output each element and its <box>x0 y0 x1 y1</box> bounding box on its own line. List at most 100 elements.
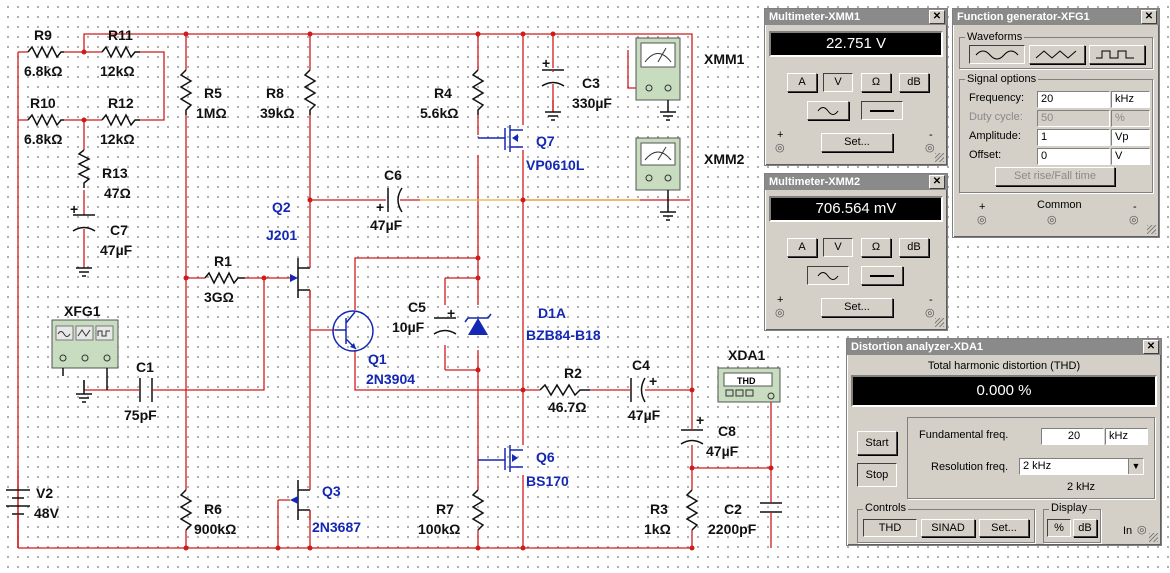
resolution-freq-select[interactable]: 2 kHz ▼ <box>1019 458 1144 475</box>
multimeter-xmm1-title: Multimeter-XMM1 <box>769 11 861 23</box>
close-button[interactable]: ✕ <box>1143 340 1159 354</box>
plus-terminal-icon[interactable]: ◎ <box>977 214 987 226</box>
minus-terminal-icon[interactable]: ◎ <box>925 307 935 319</box>
signal-option-input[interactable]: 1 <box>1037 129 1110 146</box>
zener-d1a[interactable] <box>464 313 492 335</box>
dc-mode-button[interactable] <box>861 101 903 120</box>
ammeter-mode-button[interactable]: A <box>787 238 817 257</box>
resistor-r7[interactable] <box>471 489 485 531</box>
thd-button[interactable]: THD <box>863 519 917 537</box>
ac-mode-button[interactable] <box>807 101 849 120</box>
triangle-waveform-button[interactable] <box>1029 45 1085 64</box>
set-button[interactable]: Set... <box>821 133 893 152</box>
resistor-r10[interactable] <box>27 113 64 127</box>
db-display-button[interactable]: dB <box>1073 519 1097 537</box>
dc-mode-button[interactable] <box>861 266 903 285</box>
plus-terminal-icon[interactable]: ◎ <box>775 307 785 319</box>
multimeter-xmm2-titlebar[interactable]: Multimeter-XMM2 ✕ <box>765 174 947 190</box>
controls-group <box>857 509 1035 543</box>
capacitor-c5[interactable]: + <box>433 305 457 335</box>
instrument-xfg1[interactable] <box>51 319 119 403</box>
decibel-mode-button[interactable]: dB <box>899 238 929 257</box>
instrument-xmm1[interactable] <box>635 37 681 121</box>
voltmeter-mode-button[interactable]: V <box>823 238 853 257</box>
bjt-q1[interactable] <box>332 310 374 352</box>
resistor-r6[interactable] <box>179 489 193 531</box>
battery-v2[interactable] <box>6 470 30 548</box>
resize-grip-icon[interactable] <box>935 153 944 162</box>
close-button[interactable]: ✕ <box>929 10 945 24</box>
minus-terminal-icon[interactable]: ◎ <box>1129 214 1139 226</box>
capacitor-c1[interactable] <box>132 378 160 402</box>
close-button[interactable]: ✕ <box>1141 10 1157 24</box>
r10-name: R10 <box>30 95 56 111</box>
mosfet-q7[interactable] <box>478 125 523 152</box>
capacitor-c2[interactable] <box>760 495 782 520</box>
d1a-name: D1A <box>538 305 566 321</box>
multimeter-xmm1-titlebar[interactable]: Multimeter-XMM1 ✕ <box>765 9 947 25</box>
fundamental-freq-input[interactable]: 20 <box>1041 428 1104 445</box>
function-generator-window[interactable]: Function generator-XFG1 ✕ Waveforms Sign… <box>952 8 1160 238</box>
voltmeter-mode-button[interactable]: V <box>823 73 853 92</box>
q6-name: Q6 <box>536 449 555 465</box>
decibel-mode-button[interactable]: dB <box>899 73 929 92</box>
resistor-r11[interactable] <box>101 45 140 59</box>
input-terminal-icon[interactable]: ◎ <box>1137 524 1147 536</box>
svg-text:+: + <box>376 199 384 215</box>
set-button[interactable]: Set... <box>821 298 893 317</box>
resize-grip-icon[interactable] <box>935 318 944 327</box>
signal-option-unit[interactable]: kHz <box>1111 91 1150 108</box>
resistor-r13[interactable] <box>77 149 91 188</box>
distortion-analyzer-window[interactable]: Distortion analyzer-XDA1 ✕ Total harmoni… <box>846 338 1162 546</box>
resize-grip-icon[interactable] <box>1147 225 1156 234</box>
sine-waveform-button[interactable] <box>969 45 1025 64</box>
signal-option-unit[interactable]: V <box>1111 148 1150 165</box>
resistor-r8[interactable] <box>303 69 317 115</box>
instrument-xda1[interactable]: THD <box>717 367 781 403</box>
signal-option-input[interactable]: 50 <box>1037 110 1110 127</box>
ammeter-mode-button[interactable]: A <box>787 73 817 92</box>
common-terminal-icon[interactable]: ◎ <box>1047 214 1057 226</box>
capacitor-c3[interactable]: + <box>541 55 565 121</box>
minus-terminal-icon[interactable]: ◎ <box>925 142 935 154</box>
resistor-r5[interactable] <box>179 69 193 115</box>
jfet-q3[interactable] <box>278 470 311 520</box>
fundamental-unit-select[interactable]: kHz <box>1105 428 1148 445</box>
set-rise-fall-button[interactable]: Set rise/Fall time <box>995 167 1115 186</box>
resize-grip-icon[interactable] <box>1149 533 1158 542</box>
resistor-r9[interactable] <box>27 45 64 59</box>
ohmmeter-mode-button[interactable]: Ω <box>861 73 891 92</box>
square-waveform-button[interactable] <box>1089 45 1145 64</box>
resistor-r3[interactable] <box>685 489 699 531</box>
plus-terminal-icon[interactable]: ◎ <box>775 142 785 154</box>
set-button[interactable]: Set... <box>979 519 1029 537</box>
signal-option-input[interactable]: 0 <box>1037 148 1110 165</box>
chevron-down-icon[interactable]: ▼ <box>1128 459 1143 474</box>
resistor-r4[interactable] <box>471 69 485 115</box>
close-button[interactable]: ✕ <box>929 175 945 189</box>
mosfet-q6[interactable] <box>478 445 523 472</box>
resistor-r2[interactable] <box>539 383 590 397</box>
function-generator-titlebar[interactable]: Function generator-XFG1 ✕ <box>953 9 1159 25</box>
capacitor-c4[interactable]: + <box>628 373 657 403</box>
ac-mode-button[interactable] <box>807 266 849 285</box>
sinad-button[interactable]: SINAD <box>921 519 975 537</box>
jfet-q2[interactable] <box>290 258 311 298</box>
capacitor-c8[interactable]: + <box>680 412 704 445</box>
multimeter-xmm2-window[interactable]: Multimeter-XMM2 ✕ 706.564 mV A V Ω dB Se… <box>764 173 948 331</box>
instrument-xmm2[interactable] <box>635 137 681 221</box>
percent-display-button[interactable]: % <box>1047 519 1071 537</box>
capacitor-c7[interactable]: + <box>70 190 96 277</box>
multimeter-xmm1-window[interactable]: Multimeter-XMM1 ✕ 22.751 V A V Ω dB Set.… <box>764 8 948 166</box>
start-button[interactable]: Start <box>857 431 897 455</box>
signal-option-unit[interactable]: % <box>1111 110 1150 127</box>
ohmmeter-mode-button[interactable]: Ω <box>861 238 891 257</box>
distortion-analyzer-titlebar[interactable]: Distortion analyzer-XDA1 ✕ <box>847 339 1161 355</box>
stop-button[interactable]: Stop <box>857 463 897 487</box>
resistor-r12[interactable] <box>101 113 140 127</box>
signal-option-unit[interactable]: Vp <box>1111 129 1150 146</box>
signal-option-input[interactable]: 20 <box>1037 91 1110 108</box>
capacitor-c6[interactable]: + <box>376 187 403 215</box>
resistor-r1[interactable] <box>204 271 245 285</box>
